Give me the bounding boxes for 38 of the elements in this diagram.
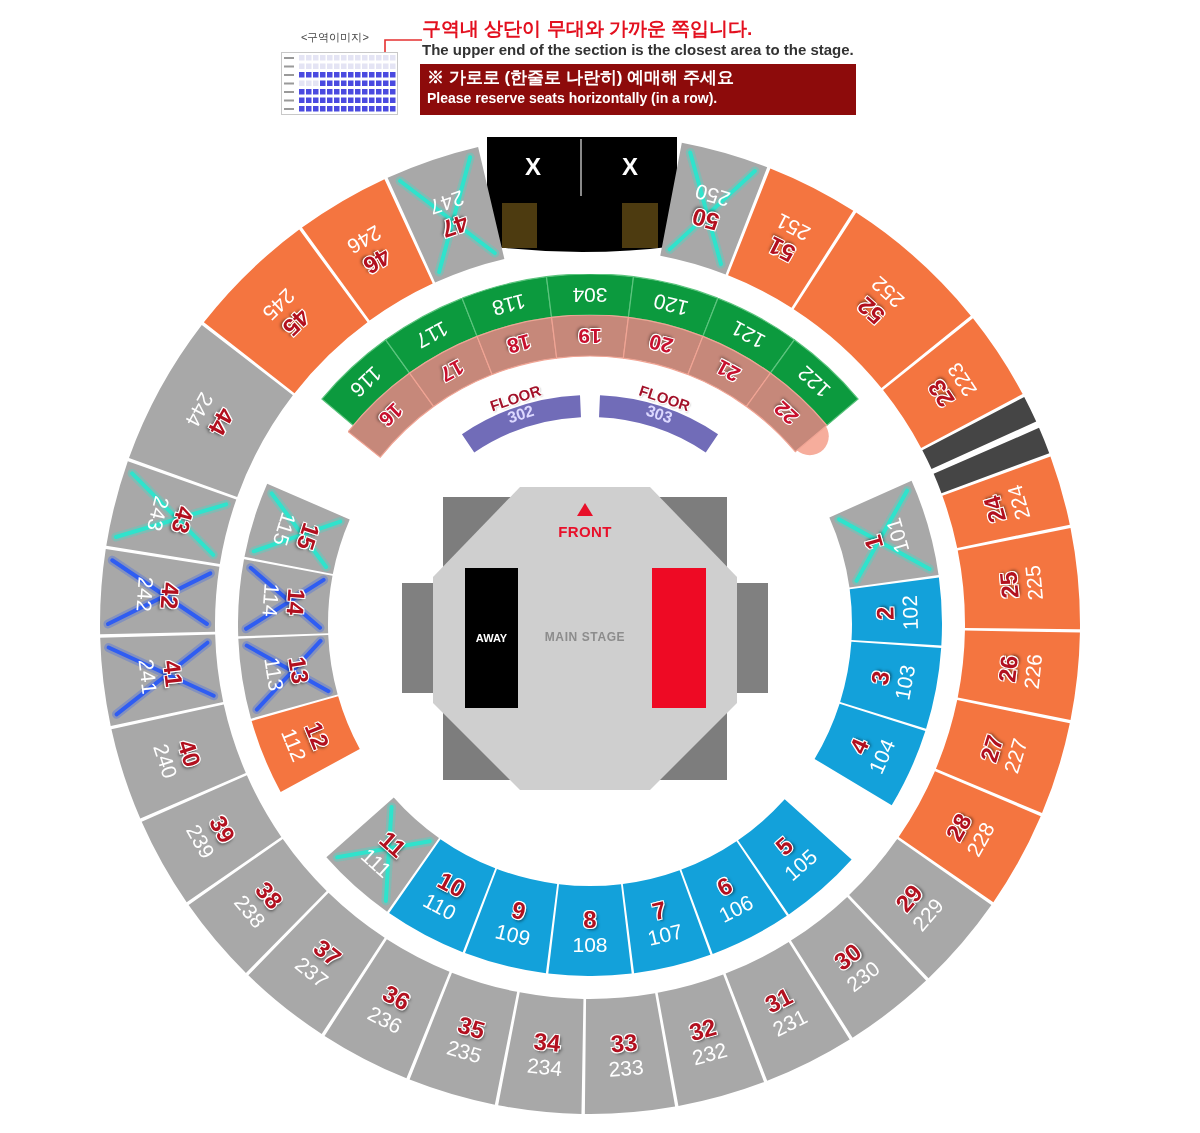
notice-text: Please reserve seats horizontally (in a row). (427, 89, 718, 108)
block-number: 121 (726, 316, 769, 354)
image-caption: <구역이미지> (301, 31, 369, 44)
block-number: 102 (897, 594, 922, 631)
notice-banner (420, 64, 856, 115)
section-number: 1 (859, 532, 889, 553)
section-number: 2 (872, 606, 899, 621)
section-number: 14 (281, 587, 310, 617)
team-booth (652, 568, 706, 708)
team-booth (465, 568, 518, 708)
section-number: 17 (436, 354, 468, 387)
block-number: 118 (489, 289, 528, 320)
block-number: 108 (572, 932, 608, 956)
notice-heading: ※ 가로로 (한줄로 나란히) 예매해 주세요 (427, 67, 734, 89)
stage-front-label: FRONT (558, 523, 612, 540)
section-number: 18 (504, 330, 533, 359)
note-text: The upper end of the section is the closest area to the stage. (422, 40, 854, 59)
section-number: 42 (156, 581, 184, 611)
block-number: 233 (608, 1055, 645, 1081)
leader-line (384, 39, 423, 53)
block-number: 114 (258, 582, 284, 618)
section-number: 33 (610, 1029, 639, 1058)
section-number: 4 (844, 734, 874, 758)
seat-grid-illustration (281, 52, 398, 115)
block-number: 242 (132, 576, 159, 613)
block-number: 117 (412, 316, 453, 353)
cross-sign: X (622, 155, 638, 179)
booth-label: AWAY (475, 632, 508, 644)
block-number: 120 (651, 289, 692, 321)
section-number: 6 (713, 872, 737, 902)
stage-name: MAIN STAGE (544, 630, 626, 644)
cross-sign: X (525, 155, 541, 179)
section-number: 8 (583, 906, 597, 933)
section-number: 19 (578, 324, 602, 347)
note-heading: 구역내 상단이 무대와 가까운 쪽입니다. (422, 17, 753, 40)
section-number: 21 (712, 354, 744, 387)
block-number: 304 (572, 283, 608, 306)
section-number: 20 (647, 330, 676, 359)
